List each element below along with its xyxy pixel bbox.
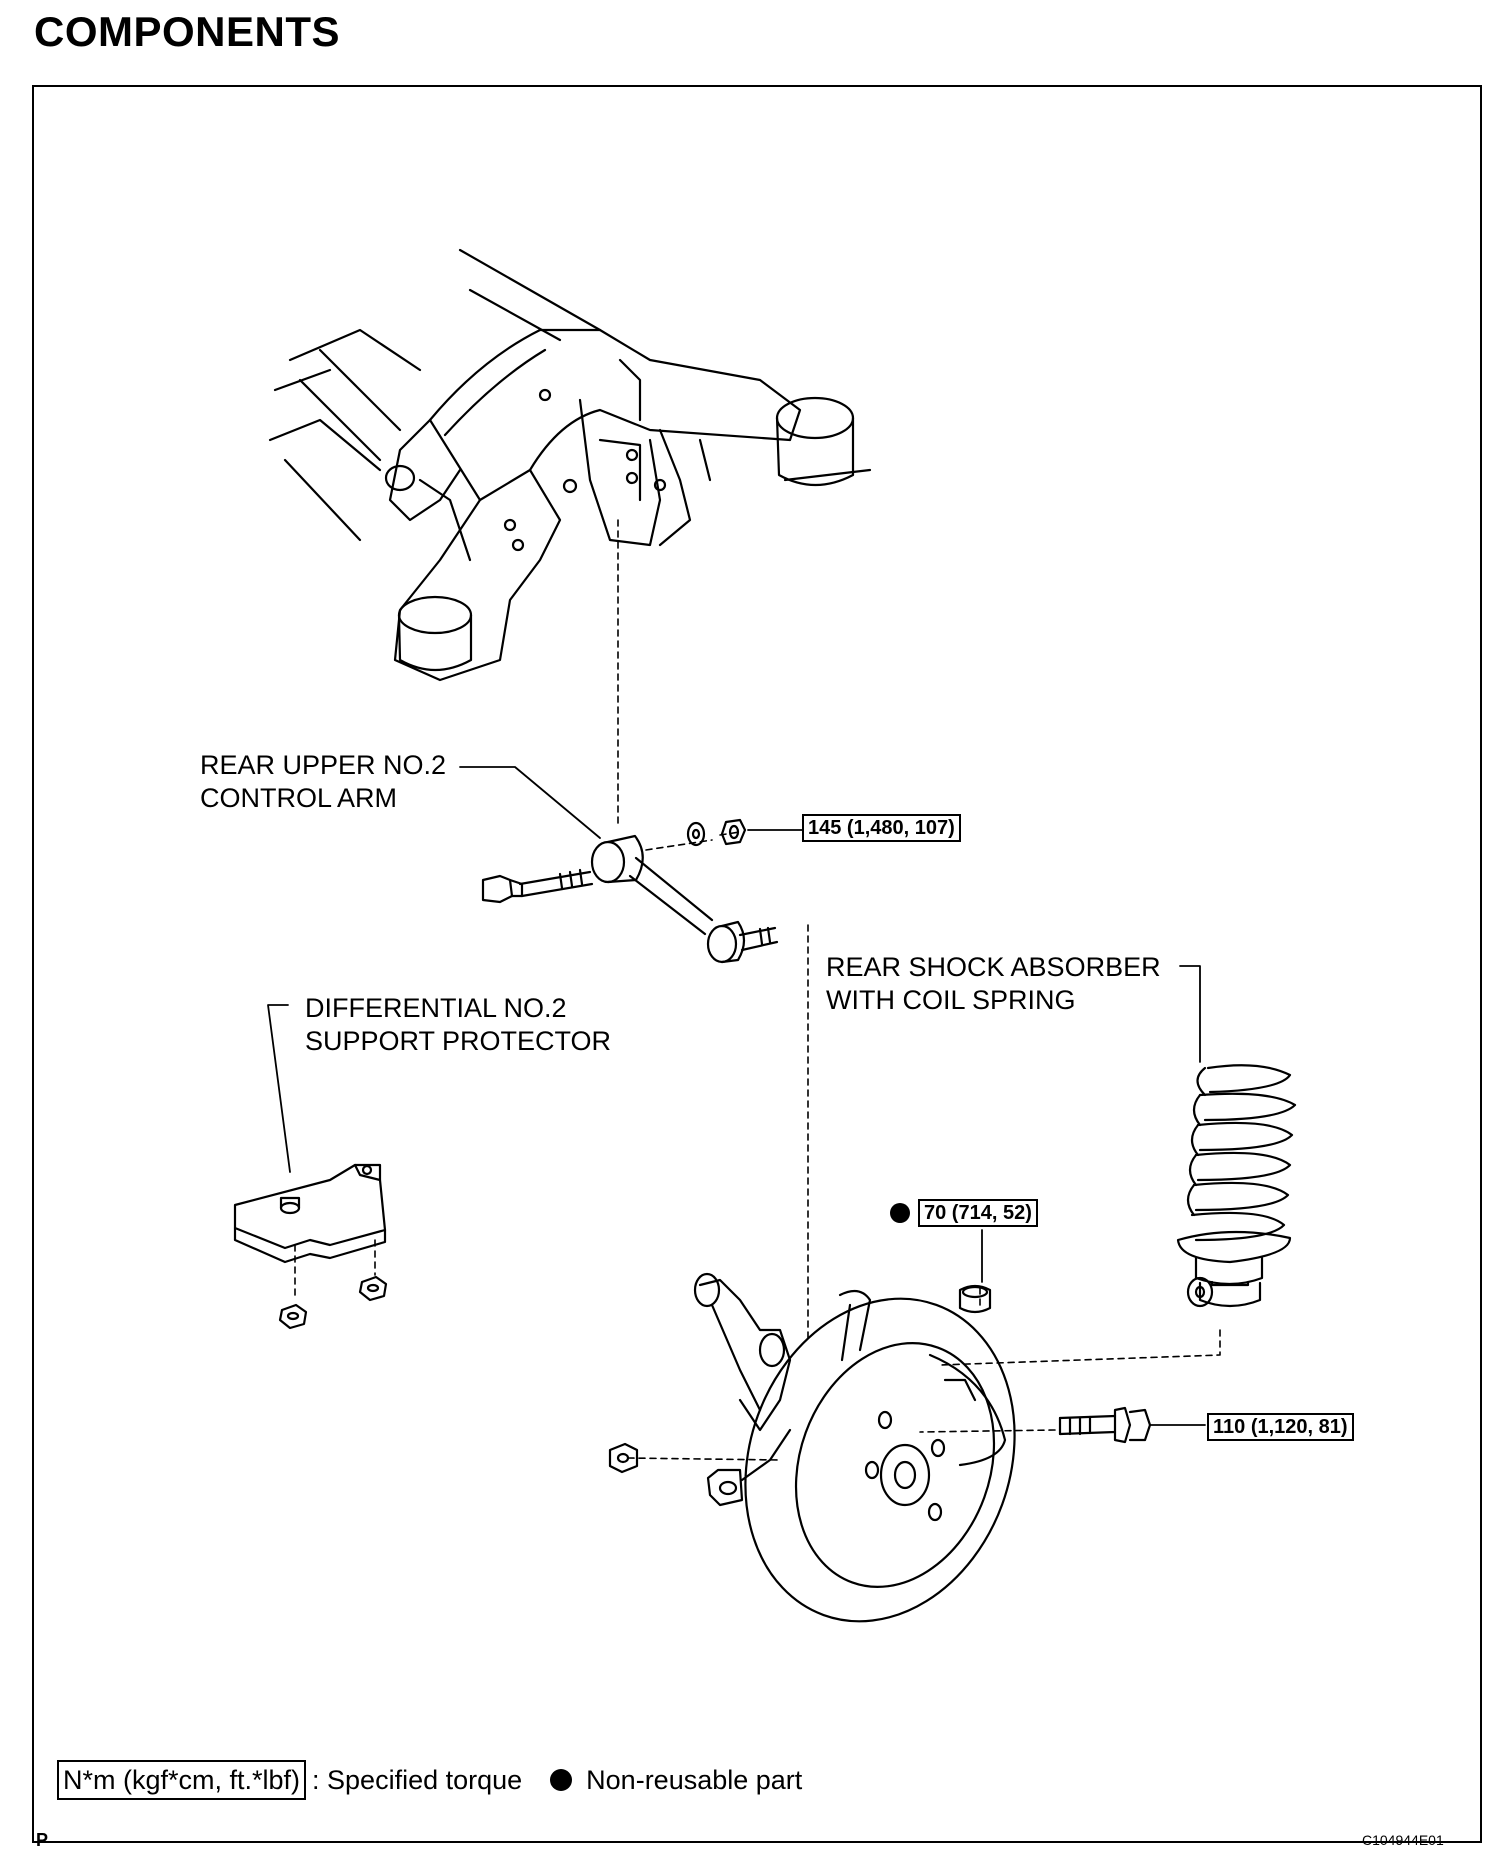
upper-control-arm-illustration	[459, 766, 806, 964]
legend-torque-text: : Specified torque	[312, 1765, 523, 1795]
torque-shock-bolt: 110 (1,120, 81)	[1207, 1413, 1354, 1441]
control-arm-label: REAR UPPER NO.2 CONTROL ARM	[200, 750, 447, 813]
support-protector-illustration	[233, 1004, 388, 1330]
rear-axle-carrier-illustration	[608, 1229, 1206, 1623]
torque-knuckle-nut: 70 (714, 52)	[918, 1199, 1038, 1227]
non-reusable-marker	[890, 1203, 910, 1223]
page-title: COMPONENTS	[34, 8, 341, 55]
shock-absorber-label: REAR SHOCK ABSORBER WITH COIL SPRING	[826, 952, 1161, 1015]
protector-label: DIFFERENTIAL NO.2 SUPPORT PROTECTOR	[305, 993, 612, 1056]
legend-torque-unit: N*m (kgf*cm, ft.*lbf)	[57, 1760, 307, 1800]
torque-control-arm-nut: 145 (1,480, 107)	[802, 814, 961, 842]
illustration-code: C104944E01	[1362, 1832, 1444, 1848]
suspension-member-illustration	[268, 248, 872, 682]
diagram-frame	[32, 85, 1482, 1843]
legend-non-reusable-dot-icon	[550, 1769, 573, 1791]
shock-absorber-illustration	[1176, 965, 1297, 1308]
legend: N*m (kgf*cm, ft.*lbf) : Specified torque…	[57, 1760, 802, 1800]
legend-non-reusable-text: Non-reusable part	[586, 1765, 803, 1795]
page-letter: P	[36, 1830, 49, 1850]
